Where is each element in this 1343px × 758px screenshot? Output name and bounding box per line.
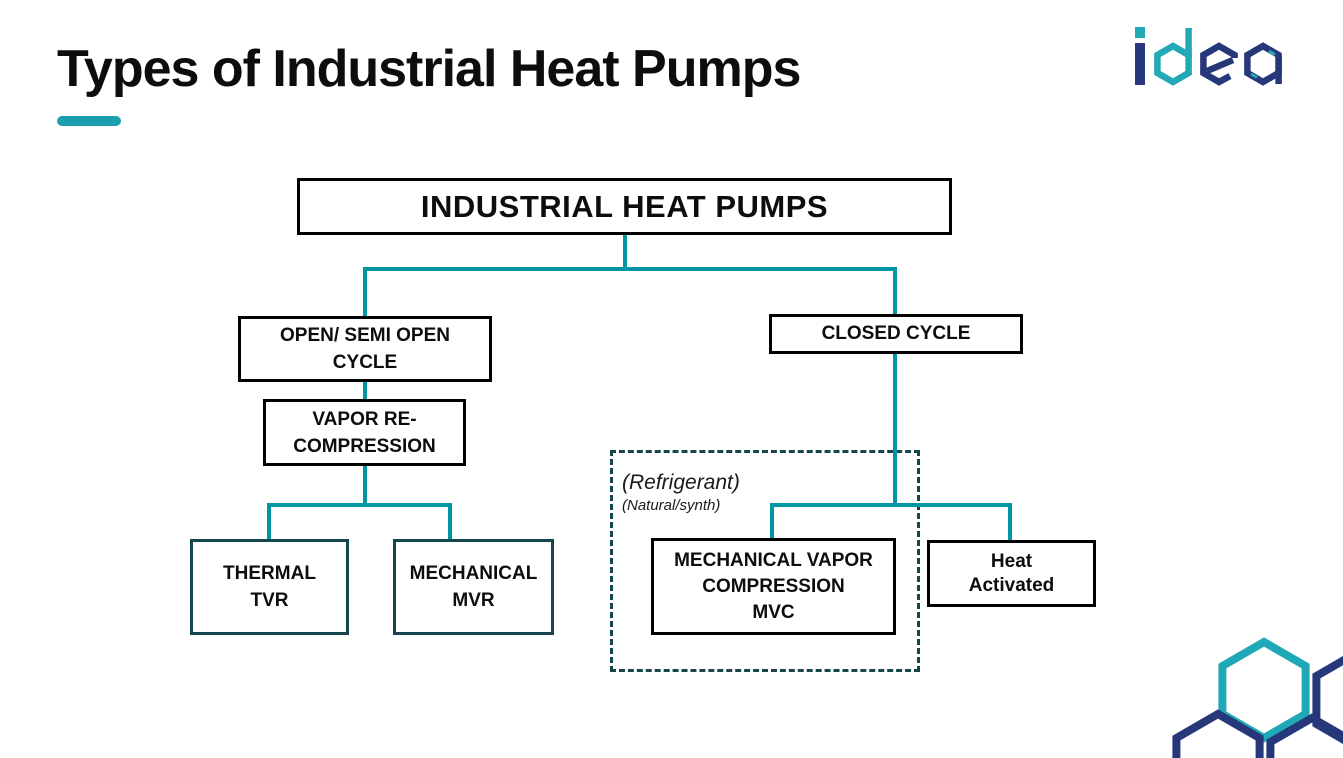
connector-root-drop [623,233,627,270]
connector-level1-horizontal [363,267,897,271]
logo-a-teal-dash-bottom [1250,72,1258,79]
box-thermal-tvr: THERMAL TVR [190,539,349,635]
box-label-line: MVR [452,590,495,611]
logo-i-stem [1135,43,1145,85]
connector-closed-cycle-drop [893,267,897,314]
hexagon-decoration [1172,637,1343,758]
box-label-line: MECHANICAL VAPOR [674,549,873,571]
connector-vapor-split-horizontal [267,503,452,507]
refrigerant-note-line1: (Refrigerant) [622,471,740,494]
connector-heat-activated-drop [1008,503,1012,540]
logo-i-dot [1135,27,1145,38]
box-open-semi-open-cycle: OPEN/ SEMI OPEN CYCLE [238,316,492,382]
logo-e-crossbar [1205,57,1235,74]
logo-d-hexagon [1154,42,1192,86]
box-label-line: COMPRESSION [702,575,845,597]
box-label-line: THERMAL [223,563,316,584]
connector-mvc-drop [770,503,774,538]
box-label: CLOSED CYCLE [821,323,971,344]
connector-vapor-down [363,465,367,507]
connector-thermal-drop [267,503,271,539]
connector-mechanical-drop [448,503,452,539]
logo-e-hexagon [1200,42,1238,86]
box-industrial-heat-pumps: INDUSTRIAL HEAT PUMPS [297,178,952,235]
title-underline-accent [57,116,121,126]
hexagon-navy-bottom-right [1266,713,1343,758]
box-label: INDUSTRIAL HEAT PUMPS [420,188,829,224]
box-heat-activated: Heat Activated [927,540,1096,607]
connector-closed-split-horizontal [770,503,1012,507]
refrigerant-note: (Refrigerant) (Natural/synth) [622,470,740,515]
box-label-line: CYCLE [332,352,398,373]
box-label-line: Activated [968,574,1055,596]
box-label-line: OPEN/ SEMI OPEN [280,325,450,346]
hexagon-navy-bottom-left [1172,709,1264,758]
connector-open-to-vapor [363,381,367,400]
page-title: Types of Industrial Heat Pumps [57,40,801,98]
refrigerant-dashed-group [610,450,920,672]
box-label-line: Heat [990,550,1033,572]
refrigerant-note-line2: (Natural/synth) [622,497,721,514]
box-mechanical-mvr: MECHANICAL MVR [393,539,554,635]
box-label-line: VAPOR RE- [312,408,417,430]
connector-open-cycle-drop [363,267,367,316]
box-label-line: MVC [752,601,795,623]
box-label-line: COMPRESSION [293,435,436,457]
connector-closed-down [893,352,897,507]
box-closed-cycle: CLOSED CYCLE [769,314,1023,354]
box-mechanical-vapor-compression-mvc: MECHANICAL VAPOR COMPRESSION MVC [651,538,896,635]
box-label-line: TVR [250,590,289,611]
box-vapor-recompression: VAPOR RE- COMPRESSION [263,399,466,466]
hexagon-teal [1218,637,1310,743]
idea-logo [1135,27,1282,86]
logo-a-hexagon [1244,42,1282,86]
box-label-line: MECHANICAL [409,563,538,584]
logo-a-teal-dash-top [1268,49,1276,56]
hexagon-navy-right [1312,656,1343,744]
